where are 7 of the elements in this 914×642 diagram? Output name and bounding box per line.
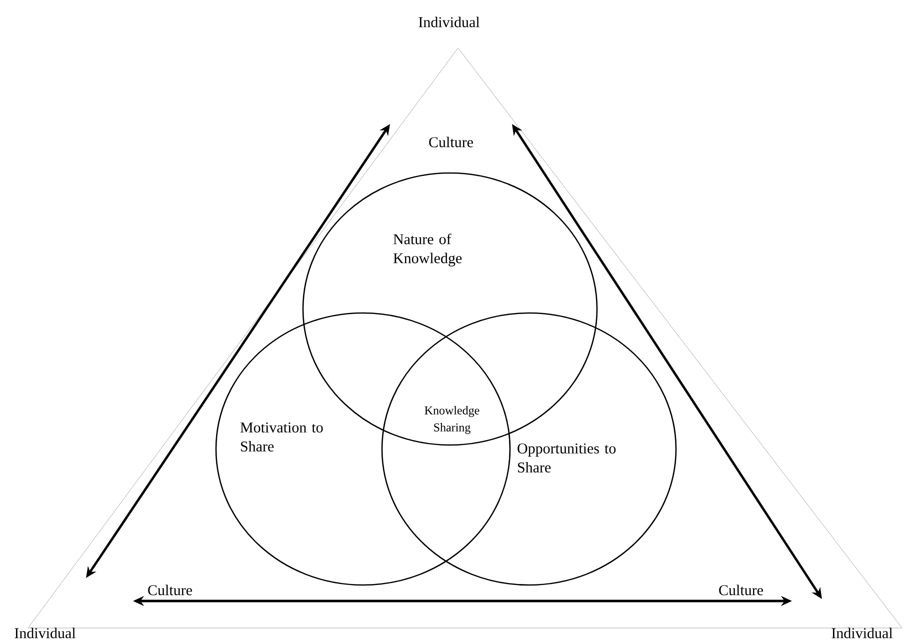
corner-label: Individual: [832, 628, 893, 638]
corner-label: Individual: [14, 628, 76, 638]
corner-label: Culture: [719, 584, 763, 596]
corner-label: Culture: [429, 136, 473, 148]
corner-label: Culture: [148, 584, 192, 596]
venn-label: Knowledge Sharing: [424, 406, 480, 434]
corner-label: Individual: [418, 16, 480, 28]
